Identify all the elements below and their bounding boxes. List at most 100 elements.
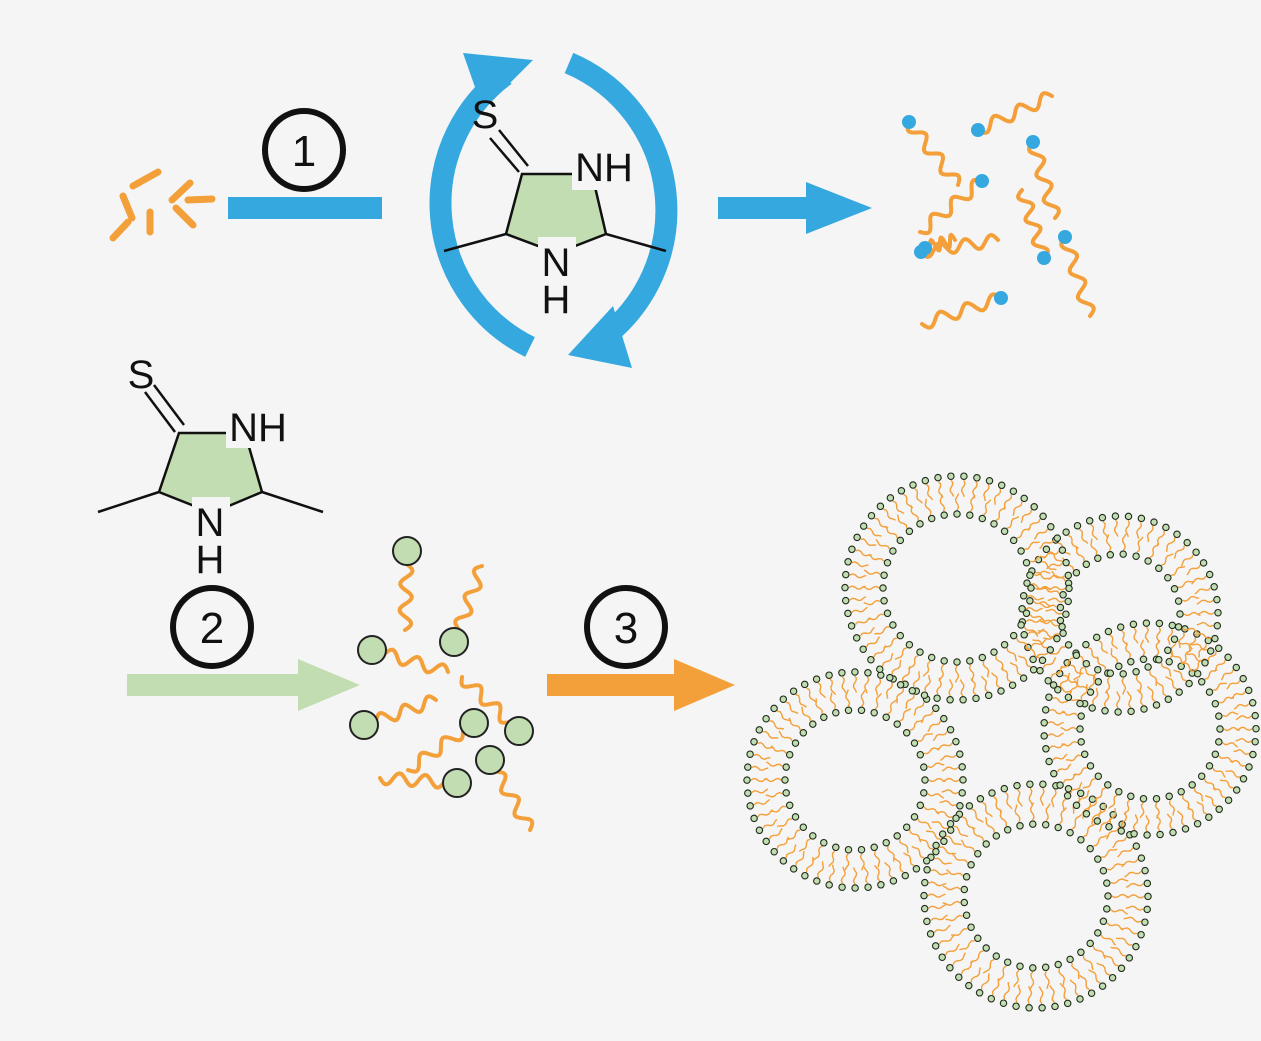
lipid-head: [1215, 805, 1223, 814]
lipid-head: [1086, 688, 1095, 696]
lipid-head: [1013, 781, 1021, 790]
lipid-tail: [1029, 802, 1035, 821]
lipid-head: [1115, 662, 1123, 671]
lipid-tail: [1178, 580, 1194, 589]
lipid-head: [799, 729, 808, 737]
lipid-tail: [1155, 639, 1161, 656]
lipid-head: [889, 621, 897, 629]
lipid-tail: [1193, 788, 1204, 802]
lipid-tail: [1136, 522, 1143, 539]
lipid-tail: [863, 569, 881, 576]
lipid-head: [1076, 995, 1084, 1003]
lipid-tail: [785, 701, 799, 715]
lipid-tail: [1219, 779, 1234, 789]
lipid-tail: [806, 687, 817, 703]
lipid-tail: [1225, 770, 1241, 778]
hydrogen-atom-bottom: H: [542, 278, 571, 322]
lipid-head: [958, 763, 966, 771]
lipid-head: [1132, 668, 1140, 676]
lipid-head: [1009, 631, 1018, 640]
lipid-tail: [1194, 632, 1212, 640]
lipid-tail: [1043, 586, 1060, 595]
lipid-head: [916, 520, 924, 528]
lipid-tail: [1044, 971, 1050, 990]
lipid-tail: [1100, 934, 1116, 946]
lipid-head: [1129, 620, 1138, 629]
lipid-head: [876, 502, 885, 511]
lipid-head: [1127, 707, 1135, 716]
lipid-tail: [1126, 894, 1145, 899]
lipid-head: [1064, 597, 1072, 606]
lipid-tail: [867, 613, 884, 621]
lipid-tail: [1103, 954, 1119, 967]
lipid-head: [1114, 708, 1122, 716]
lipid-tail: [905, 694, 915, 710]
lipid-head: [889, 877, 898, 885]
lipid-tail: [1121, 630, 1129, 646]
lipid-head: [1141, 918, 1149, 926]
chain-head: [504, 716, 534, 746]
lipid-tail: [1132, 814, 1139, 831]
lipid-head: [1105, 822, 1113, 831]
lipid-head: [1164, 695, 1173, 704]
lipid-tail: [1015, 984, 1022, 1003]
lipid-tail: [798, 838, 811, 852]
lipid-head: [1164, 573, 1172, 582]
lipid-tail: [863, 599, 881, 606]
lipid-tail: [903, 852, 915, 867]
lipid-tail: [1013, 969, 1020, 988]
step-1-label: 1: [292, 127, 316, 176]
lipid-head: [779, 857, 788, 865]
green-headed-chain: [392, 536, 422, 632]
lipid-head: [820, 838, 828, 847]
lipid-head: [1016, 822, 1024, 830]
lipid-head: [1040, 732, 1048, 740]
lipid-head: [1082, 560, 1091, 569]
lipid-tail: [985, 816, 995, 833]
chain-head: [994, 291, 1008, 305]
lipid-head: [973, 474, 981, 482]
lipid-tail: [887, 846, 895, 862]
lipid-tail: [1092, 945, 1107, 960]
lipid-tail: [927, 762, 945, 769]
blue-headed-chain: [920, 291, 1008, 330]
lipid-tail: [1146, 525, 1154, 542]
lipid-head: [1232, 663, 1241, 672]
lipid-head: [791, 739, 800, 747]
lipid-tail: [1060, 657, 1074, 669]
lipid-tail: [1058, 968, 1066, 986]
lipid-tail: [1104, 676, 1111, 694]
lipid-tail: [1096, 656, 1107, 670]
lipid-head: [897, 487, 906, 495]
lipid-tail: [1045, 608, 1063, 615]
lipid-tail: [1017, 789, 1023, 807]
lipid-head: [1072, 568, 1081, 577]
lipid-tail: [1167, 629, 1174, 645]
lipid-head: [1025, 1004, 1033, 1012]
lipid-head: [789, 687, 798, 695]
lipid-head: [927, 514, 936, 523]
lipid-head: [1215, 712, 1223, 720]
lipid-head: [1045, 757, 1053, 766]
lipid-tail: [1102, 521, 1109, 538]
lipid-head: [1144, 892, 1152, 901]
lipid-tail: [1156, 681, 1167, 697]
lipid-tail: [999, 809, 1008, 827]
lipid-head: [1170, 635, 1179, 643]
lipid-tail: [1173, 669, 1187, 682]
lipid-tail: [1080, 684, 1089, 700]
lipid-head: [988, 789, 996, 797]
lipid-head: [1063, 999, 1072, 1008]
lipid-head: [1119, 550, 1127, 558]
lipid-head: [1130, 830, 1138, 838]
lipid-head: [782, 789, 790, 797]
lipid-head: [916, 750, 925, 759]
lipid-tail: [1233, 703, 1250, 710]
lipid-head: [940, 837, 948, 846]
lipid-head: [1026, 780, 1034, 788]
step-2-arrowhead: [298, 659, 360, 711]
lipid-head: [746, 802, 754, 810]
lipid-head: [1077, 738, 1085, 746]
lipid-tail: [1133, 627, 1139, 644]
lipid-head: [909, 481, 917, 489]
